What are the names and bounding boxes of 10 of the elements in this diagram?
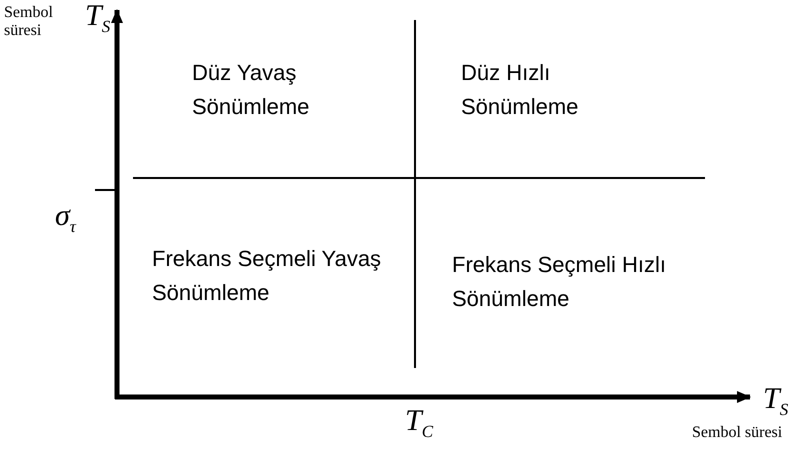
- axis-symbol: T$_{C}$: [405, 405, 434, 443]
- axis-label: Sembol süresi: [4, 4, 54, 40]
- axis-symbol: T$_{S}$: [85, 0, 110, 38]
- axis-label: Sembol süresi: [692, 424, 784, 442]
- quadrant-label: Frekans Seçmeli Hızlı Sönümleme: [452, 251, 667, 313]
- quadrant-label: Düz Yavaş Sönümleme: [192, 59, 310, 121]
- quadrant-label: Düz Hızlı Sönümleme: [461, 59, 580, 121]
- quadrant-label: Frekans Seçmeli Yavaş Sönümleme: [152, 245, 382, 307]
- axis-symbol: T$_{S}$: [763, 383, 788, 421]
- axis-symbol: σ$_{τ}$: [55, 200, 76, 238]
